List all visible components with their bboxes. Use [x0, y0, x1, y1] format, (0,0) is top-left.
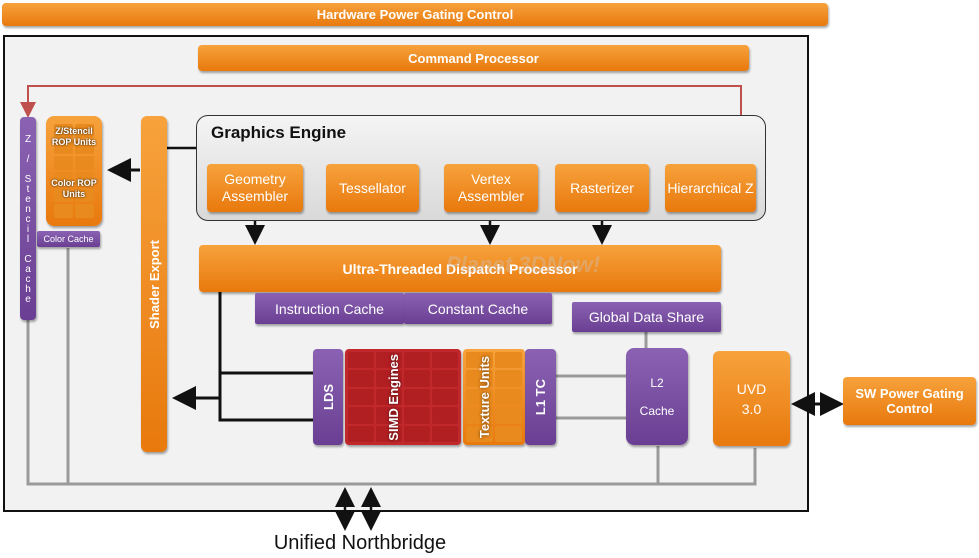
z-stencil-rop-label: Z/Stencil ROP Units: [51, 126, 97, 147]
global-data-share-label: Global Data Share: [588, 309, 705, 325]
watermark: Planet 3DNow!: [446, 252, 601, 277]
dispatch-processor-label: Ultra-Threaded Dispatch Processor: [342, 260, 578, 277]
sw-power-gating-label: SW Power Gating Control: [855, 386, 964, 416]
simd-engines: SIMD Engines: [345, 349, 461, 445]
geometry-assembler-label: Geometry Assembler: [221, 171, 289, 204]
rasterizer-block: Rasterizer: [555, 164, 649, 212]
rasterizer-label: Rasterizer: [570, 179, 634, 196]
texture-units: Texture Units: [463, 349, 525, 445]
simd-cell-grid: [345, 349, 461, 445]
tessellator-block: Tessellator: [326, 164, 419, 212]
uvd-label: UVD 3.0: [736, 380, 767, 417]
texture-units-label: Texture Units: [477, 355, 492, 439]
simd-label: SIMD Engines: [386, 353, 401, 441]
sw-power-gating-control: SW Power Gating Control: [843, 377, 976, 425]
geometry-assembler-block: Geometry Assembler: [207, 164, 303, 212]
color-rop-label: Color ROP Units: [51, 178, 97, 199]
z-stencil-cache: Z / Stencil Cache: [20, 117, 36, 320]
z-stencil-cache-label: Z / Stencil Cache: [22, 133, 34, 304]
hardware-power-gating-bar: Hardware Power Gating Control: [2, 3, 828, 26]
shader-export-label: Shader Export: [146, 239, 162, 329]
instruction-cache: Instruction Cache: [255, 293, 404, 324]
l2-cache-label: L2 Cache: [639, 375, 675, 418]
lds-block: LDS: [313, 349, 343, 445]
dispatch-processor: Ultra-Threaded Dispatch Processor: [199, 245, 721, 292]
constant-cache-label: Constant Cache: [427, 300, 529, 317]
l1-tc-label: L1 TC: [533, 378, 548, 416]
lds-label: LDS: [320, 384, 336, 410]
shader-export: Shader Export: [141, 116, 167, 452]
texture-cell-grid: [463, 349, 525, 445]
command-processor: Command Processor: [198, 45, 749, 71]
hierarchical-z-block: Hierarchical Z: [665, 164, 756, 212]
color-cache: Color Cache: [37, 231, 100, 247]
vertex-assembler-block: Vertex Assembler: [444, 164, 538, 212]
hardware-power-gating-label: Hardware Power Gating Control: [316, 7, 514, 22]
command-processor-label: Command Processor: [408, 50, 539, 66]
graphics-engine-title: Graphics Engine: [211, 123, 347, 142]
l2-cache: L2 Cache: [626, 348, 688, 445]
global-data-share: Global Data Share: [572, 302, 721, 332]
l1-tc-block: L1 TC: [525, 349, 556, 445]
hierarchical-z-label: Hierarchical Z: [667, 179, 754, 196]
rop-cell-grid: [46, 116, 102, 226]
constant-cache: Constant Cache: [404, 293, 552, 324]
tessellator-label: Tessellator: [339, 179, 406, 196]
color-cache-label: Color Cache: [43, 234, 94, 244]
unified-northbridge-label: Unified Northbridge: [273, 532, 447, 554]
rop-units: Z/Stencil ROP Units Color ROP Units: [46, 116, 102, 226]
instruction-cache-label: Instruction Cache: [275, 300, 384, 317]
uvd-block: UVD 3.0: [713, 351, 790, 446]
vertex-assembler-label: Vertex Assembler: [457, 171, 525, 204]
